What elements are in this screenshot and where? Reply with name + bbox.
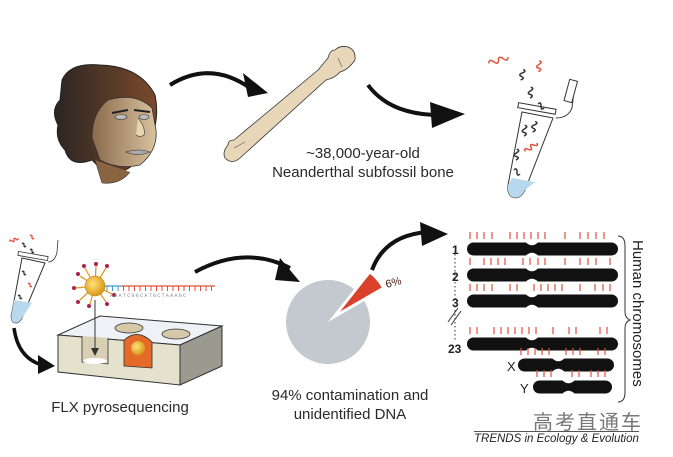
neanderthal-percent-label: 6% [384,275,403,291]
sample-tube-top [488,56,579,199]
arrowhead-icon [243,73,268,97]
picotiter-plate [56,315,224,386]
pie-slice-neanderthal [340,273,382,312]
chromosome-2 [467,268,618,282]
human-chromosomes-title: Human chromosomes [628,240,648,390]
chromosome-3 [467,294,618,308]
chromosome-1 [467,242,618,256]
arrowhead-icon [38,355,55,374]
chromosome-label-23: 23 [448,342,462,356]
arrow-pie-to-chromosomes [370,230,429,271]
bone-illustration [223,46,356,162]
arrowhead-icon [91,348,99,356]
contamination-label-line1: 94% contamination and [271,387,429,404]
contamination-label-line2: unidentified DNA [293,406,407,423]
sample-tube-bottom [9,234,59,324]
chromosome-label-x: X [507,359,516,374]
dna-composition-pie [285,273,382,365]
break-mark [447,307,462,326]
bone-description-label: Neanderthal subfossil bone [272,164,454,181]
chromosome-Y [533,380,612,394]
arrow-sequencing-to-pie [194,255,291,274]
chromosome-X [518,358,614,372]
arrow-head-to-bone [168,71,252,90]
sequencing-label: FLX pyrosequencing [51,399,189,416]
arrowhead-icon [275,258,300,282]
dna-capture-bead [72,262,215,308]
chromosome-brace [617,235,632,403]
chromosome-label-1: 1 [452,243,459,257]
arrowhead-icon [430,102,465,128]
arrow-bone-to-tube [366,83,441,117]
chromosome-label-3: 3 [452,296,459,310]
chromosome-label-2: 2 [452,270,459,284]
chromosome-23 [467,337,618,351]
dna-sequence-text: AAATCGGCATGCTAAAGC [110,293,187,299]
chromosome-label-y: Y [520,381,529,396]
dna-strand-teeth [106,286,212,291]
pie-slice-contamination [285,280,370,365]
human-chromosomes-text: Human chromosomes [629,240,646,387]
journal-credit: TRENDS in Ecology & Evolution [474,431,639,445]
arrowhead-icon [420,222,448,246]
chromosome-set [467,232,618,394]
arrow-tube-to-plate [12,327,43,367]
neanderthal-head-illustration [54,64,158,184]
bone-age-label: ~38,000-year-old [306,145,420,162]
watermark: 高考直通车 [533,412,643,434]
